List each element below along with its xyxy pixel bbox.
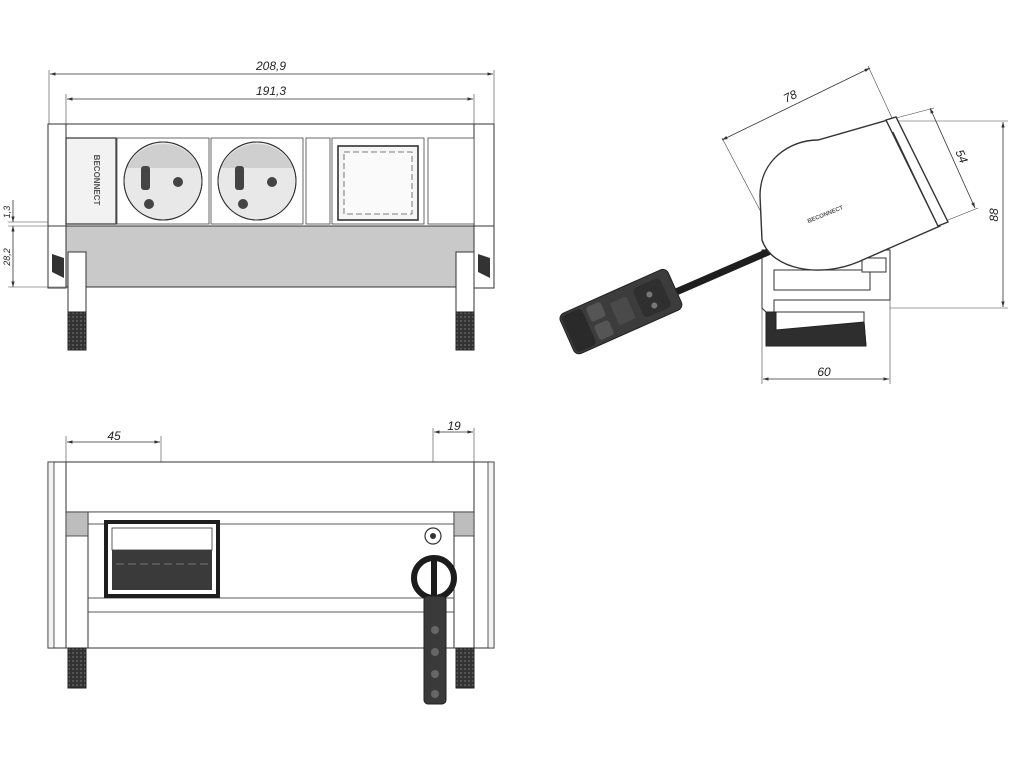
- bottom-module-top: [111, 527, 213, 551]
- plug-screw: [646, 291, 653, 298]
- socket-earth-pin: [141, 166, 150, 190]
- bottom-post-right-cap: [453, 511, 475, 537]
- bottom-grommet-hole: [430, 533, 436, 539]
- leg-left-upper: [67, 251, 87, 313]
- leg-left-lower: [67, 311, 87, 351]
- dim-bottom-right-label: 19: [447, 419, 461, 433]
- bottom-side-edge-right: [487, 461, 495, 649]
- socket-shadow: [127, 144, 199, 168]
- side-cable: [672, 248, 772, 296]
- brand-plate: [65, 137, 117, 225]
- plug-contact: [586, 302, 606, 322]
- leg-right-lower: [455, 311, 475, 351]
- side-clamp-tab: [861, 257, 887, 273]
- socket-rim: [217, 141, 297, 221]
- leg-right-upper: [455, 251, 475, 313]
- bottom-connector-contact: [431, 690, 439, 698]
- bottom-module-insert: [112, 550, 212, 590]
- dim-bottom-left-label: 45: [107, 429, 121, 443]
- bottom-leg-right: [455, 647, 475, 689]
- data-module-inner: [343, 151, 413, 215]
- socket-shadow: [221, 143, 293, 168]
- bottom-rail: [87, 597, 455, 613]
- ext-line: [721, 137, 763, 215]
- plug-grip: [561, 308, 596, 352]
- dim-body-height-label: 28,2: [2, 248, 12, 267]
- bottom-leg-left: [67, 647, 87, 689]
- socket-hole: [173, 177, 183, 187]
- socket-hole: [267, 177, 277, 187]
- clamp-right-tab: [478, 254, 490, 278]
- plug-contact: [594, 320, 614, 340]
- socket-earth-pin: [235, 166, 244, 190]
- ext-line: [895, 107, 935, 119]
- dim-side-depth-label: 78: [781, 87, 799, 106]
- side-body: [759, 119, 941, 271]
- blank-panel: [305, 137, 331, 225]
- bottom-post-left-cap: [65, 511, 89, 537]
- bottom-view: 45 19: [47, 419, 495, 705]
- plug-head: [633, 278, 671, 317]
- dim-top-offset-label: 1,3: [2, 206, 12, 219]
- socket-hole: [238, 199, 248, 209]
- blank-panel: [427, 137, 475, 225]
- side-body-face-edge: [892, 131, 937, 223]
- bottom-connector-contact: [431, 626, 439, 634]
- side-clamp-slot: [773, 269, 871, 291]
- dim-side-depth-line: [721, 67, 871, 141]
- side-connector-plug: [559, 268, 683, 355]
- bottom-top-plate: [65, 461, 475, 513]
- dim-side-face-line: [929, 107, 976, 209]
- ext-line: [867, 65, 893, 119]
- socket-rim: [123, 141, 203, 221]
- bottom-connector-contact: [431, 648, 439, 656]
- front-view: 208,9 191,3 BECONNECT: [2, 59, 495, 351]
- dim-inner-width-label: 191,3: [256, 84, 286, 98]
- dim-side-base-label: 60: [817, 365, 831, 379]
- socket-hole: [144, 199, 154, 209]
- side-view: 78 54 88 60 BECONNECT: [559, 65, 1008, 384]
- plug-latch: [610, 296, 636, 325]
- side-clamp-jaw: [765, 311, 867, 347]
- clamp-left-tab: [52, 254, 64, 278]
- dim-side-face-label: 54: [953, 147, 971, 165]
- dim-side-height-label: 88: [987, 208, 1001, 222]
- bottom-connector-contact: [431, 670, 439, 678]
- front-grey-band: [65, 225, 475, 288]
- bottom-side-edge-left: [47, 461, 55, 649]
- plug-screw: [651, 302, 658, 309]
- brand-logo-text: BECONNECT: [92, 155, 101, 206]
- dim-overall-width-label: 208,9: [255, 59, 286, 73]
